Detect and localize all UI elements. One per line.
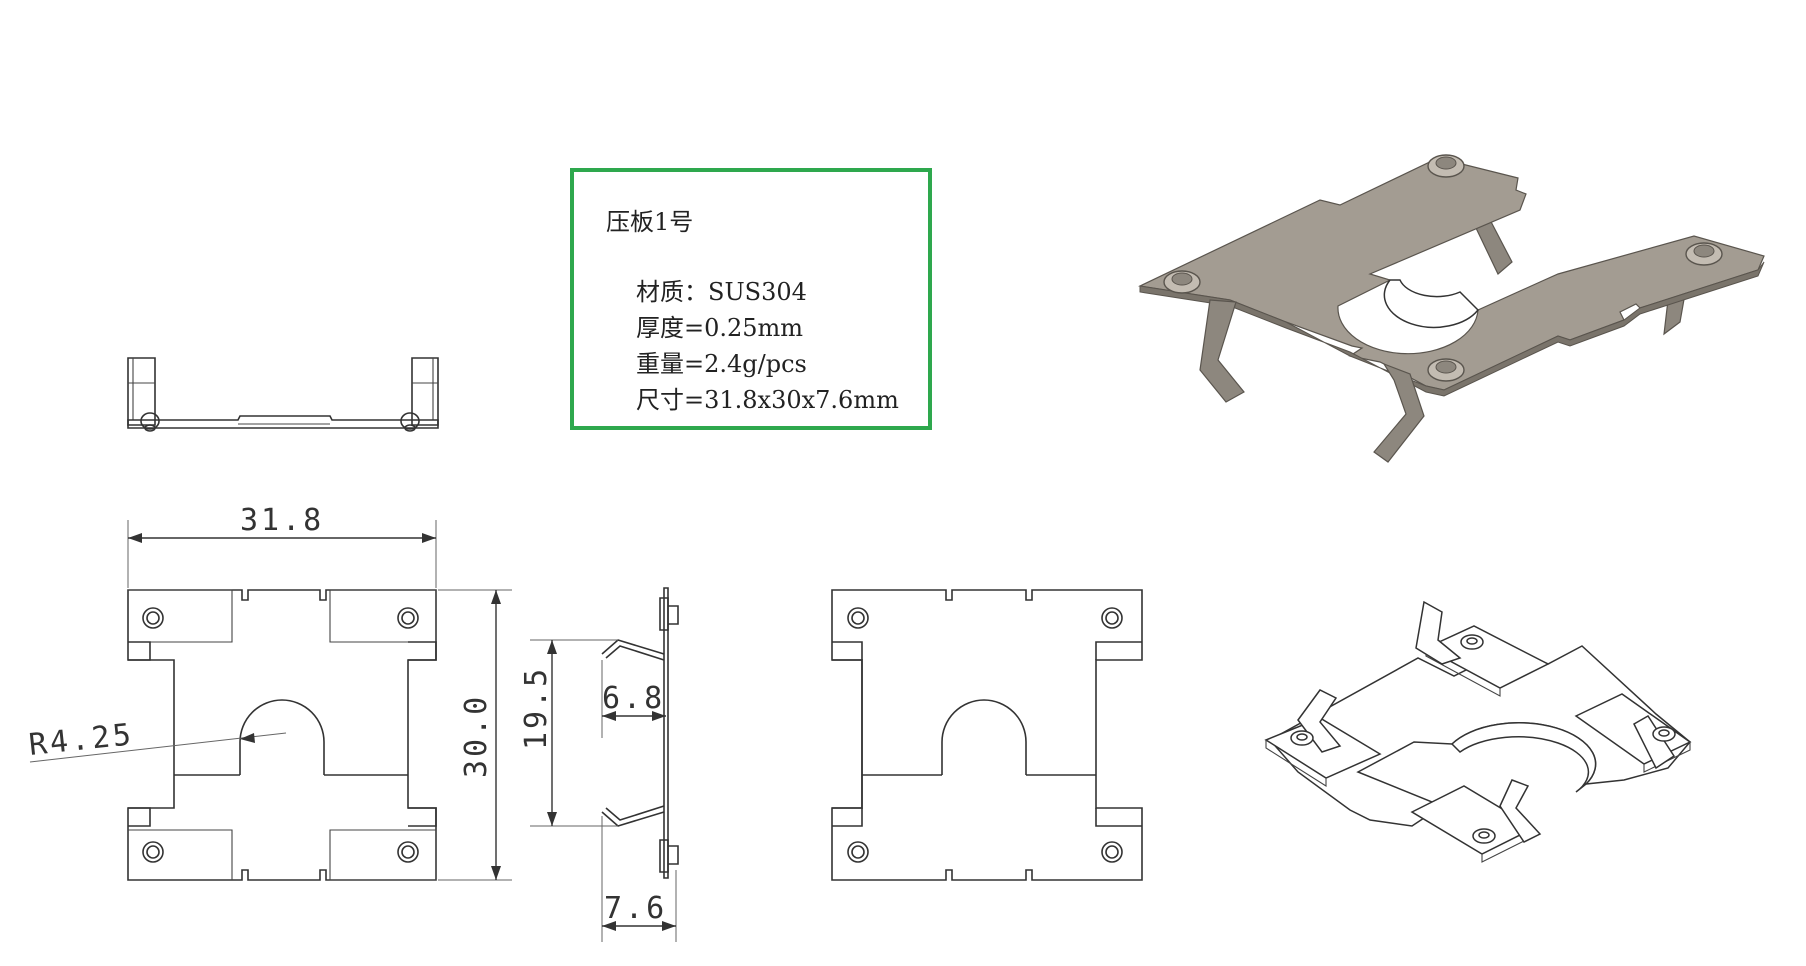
weight-spec: 重量=2.4g/pcs [636,350,807,378]
size-spec: 尺寸=31.8x30x7.6mm [636,386,899,414]
total-depth-dimension: 7.6 [601,816,677,942]
inner-height-label: 19.5 [519,666,554,750]
width-dimension: 31.8 [127,503,437,588]
spring-depth-dimension: 6.8 [601,660,666,738]
radius-label: R4.25 [27,717,135,763]
part-title: 压板1号 [606,208,694,236]
side-view [601,587,679,879]
width-label: 31.8 [240,503,324,538]
isometric-line-view [1264,600,1692,863]
spec-info-box: 压板1号 材质：SUS304 厚度=0.25mm 重量=2.4g/pcs 尺寸=… [570,168,932,430]
material-spec: 材质：SUS304 [636,278,807,306]
thickness-spec: 厚度=0.25mm [636,314,804,342]
height-label: 30.0 [459,694,494,778]
inner-height-dimension: 19.5 [519,639,618,827]
height-dimension: 30.0 [438,589,512,881]
spring-depth-label: 6.8 [602,681,665,716]
back-view [831,589,1143,881]
top-elevation-view [127,357,439,432]
front-view-dimensioned [127,589,437,881]
isometric-shaded-view [1137,154,1765,463]
total-depth-label: 7.6 [604,891,667,926]
